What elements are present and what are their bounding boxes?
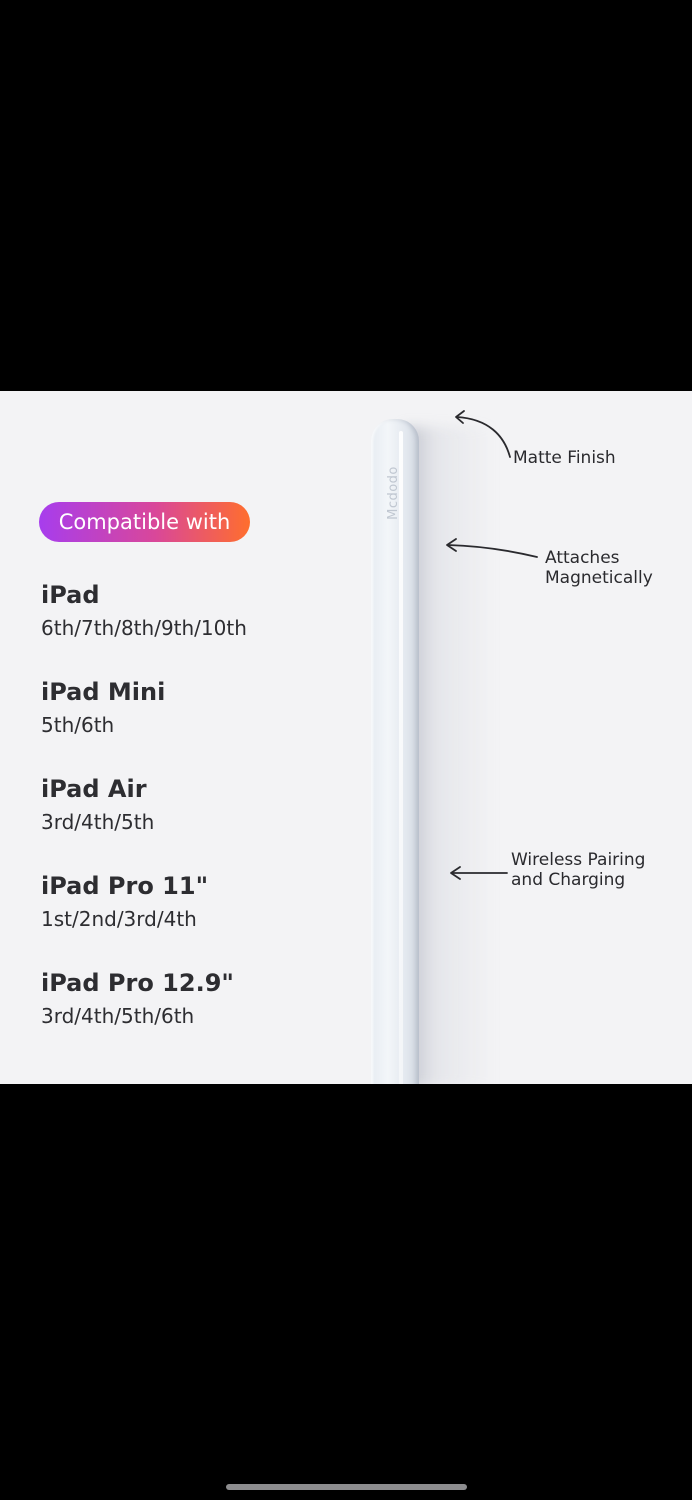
wireless-arrow-icon <box>450 866 508 880</box>
model-name: iPad Air <box>41 775 147 803</box>
compat-item-ipad-mini: iPad Mini 5th/6th <box>41 676 361 773</box>
model-generations: 3rd/4th/5th <box>41 810 155 834</box>
callout-text: Magnetically <box>545 568 653 588</box>
compatibility-list: iPad 6th/7th/8th/9th/10th iPad Mini 5th/… <box>41 579 361 1064</box>
compat-item-ipad-pro-11: iPad Pro 11" 1st/2nd/3rd/4th <box>41 870 361 967</box>
model-name: iPad Mini <box>41 678 166 706</box>
callout-text: Attaches <box>545 548 620 568</box>
model-name: iPad Pro 12.9" <box>41 969 234 997</box>
model-name: iPad <box>41 581 100 609</box>
compat-item-ipad: iPad 6th/7th/8th/9th/10th <box>41 579 361 676</box>
stylus-pencil <box>371 419 419 1084</box>
product-image[interactable]: Compatible with iPad 6th/7th/8th/9th/10t… <box>0 391 692 1084</box>
pencil-highlight <box>399 431 403 1084</box>
compatible-with-badge: Compatible with <box>39 502 250 542</box>
callout-text: and Charging <box>511 870 626 890</box>
model-generations: 6th/7th/8th/9th/10th <box>41 616 247 640</box>
callout-attaches-magnetically: Attaches Magnetically <box>545 548 653 588</box>
pencil-brand-text: Mcdodo <box>386 466 401 520</box>
compat-item-ipad-pro-12-9: iPad Pro 12.9" 3rd/4th/5th/6th <box>41 967 361 1064</box>
callout-wireless-pairing: Wireless Pairing and Charging <box>511 850 645 890</box>
callout-text: Wireless Pairing <box>511 850 646 870</box>
pencil-shadow <box>404 427 494 1084</box>
compat-item-ipad-air: iPad Air 3rd/4th/5th <box>41 773 361 870</box>
model-name: iPad Pro 11" <box>41 872 209 900</box>
home-indicator[interactable] <box>226 1484 467 1490</box>
model-generations: 3rd/4th/5th/6th <box>41 1004 195 1028</box>
pencil-brand-logo: Mcdodo <box>376 466 410 520</box>
matte-arrow-icon <box>455 410 511 458</box>
magnet-arrow-icon <box>446 538 538 558</box>
callout-text: Matte Finish <box>513 448 616 468</box>
model-generations: 1st/2nd/3rd/4th <box>41 907 197 931</box>
model-generations: 5th/6th <box>41 713 115 737</box>
callout-matte-finish: Matte Finish <box>513 448 616 468</box>
